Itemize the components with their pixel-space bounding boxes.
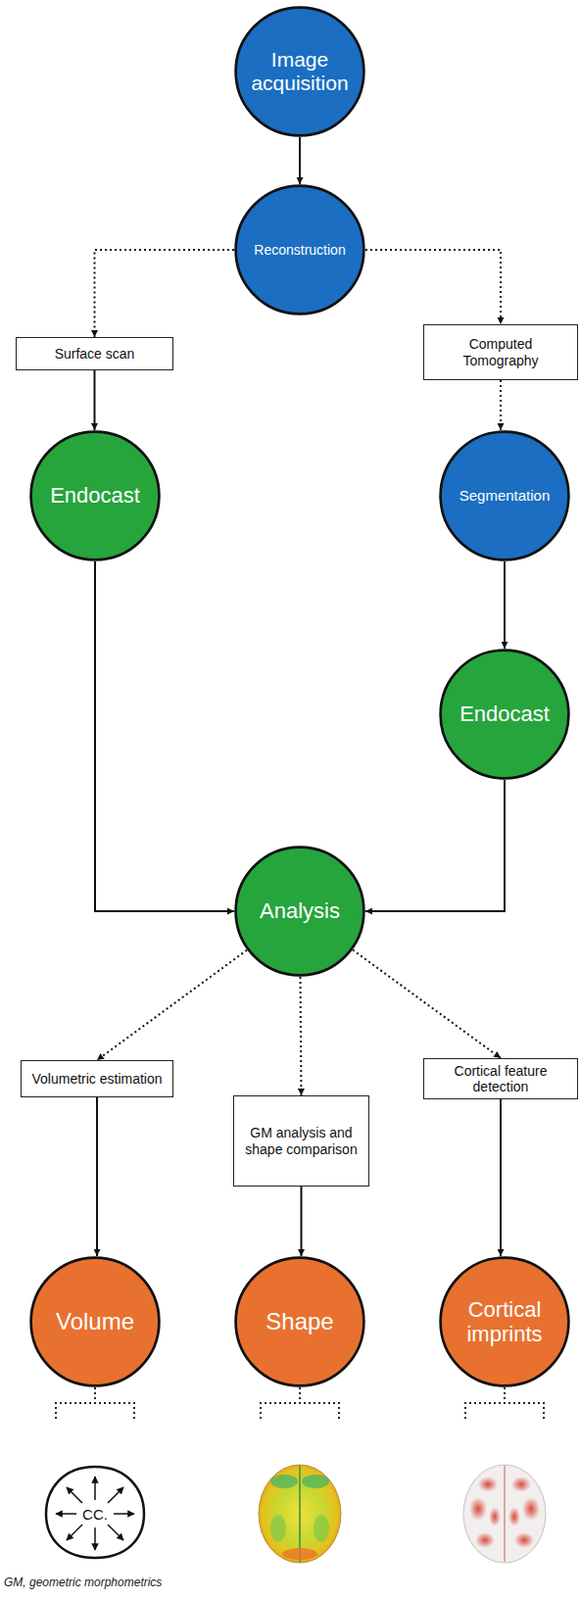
node-text: Shape — [265, 1307, 334, 1336]
flow-arrow — [298, 137, 301, 185]
node-text: Endocast — [49, 483, 141, 508]
endocast-circle: Endocast — [438, 648, 571, 780]
node-text: Cortical feature detection — [430, 1063, 572, 1095]
node-text: GM analysis and shape comparison — [240, 1124, 363, 1157]
analysis-circle: Analysis — [234, 845, 366, 977]
flow-arrow — [503, 561, 506, 649]
result-circle: Shape — [234, 1256, 366, 1388]
method-box: Volumetric estimation — [20, 1060, 174, 1098]
flow-arrow — [300, 1186, 303, 1257]
flow-arrow — [96, 1097, 98, 1257]
cortical-imprints-brain — [463, 1464, 546, 1563]
process-circle: Segmentation — [438, 430, 571, 562]
node-text: Analysis — [259, 898, 340, 923]
node-text: Surface scan — [54, 345, 136, 362]
node-text: Volume — [55, 1307, 135, 1336]
node-text: Volumetric estimation — [31, 1070, 162, 1087]
flow-arrow — [352, 950, 501, 1059]
method-box: Surface scan — [15, 337, 174, 371]
flow-arrow — [96, 950, 247, 1061]
method-box: GM analysis and shape comparison — [233, 1095, 370, 1187]
bracket — [55, 1387, 544, 1419]
volume-illustration — [46, 1466, 145, 1558]
node-text: Reconstruction — [253, 241, 345, 258]
shape-heatmap-brain — [258, 1464, 341, 1563]
result-circle: Volume — [29, 1256, 161, 1388]
process-circle: Image acquisition — [234, 5, 366, 138]
illustration-label: CC. — [82, 1505, 108, 1523]
flow-arrow — [300, 976, 302, 1096]
flow-arrow — [95, 561, 235, 912]
node-text: Computed Tomography — [430, 336, 572, 368]
flow-arrow — [499, 1099, 502, 1257]
method-box: Computed Tomography — [423, 324, 579, 381]
flow-arrow — [365, 249, 501, 325]
flow-arrow — [499, 380, 502, 431]
flow-arrow — [94, 370, 97, 431]
node-text: Image acquisition — [242, 48, 358, 96]
node-text: Segmentation — [459, 486, 551, 504]
node-text: Cortical imprints — [447, 1297, 563, 1348]
flow-arrow — [365, 779, 505, 912]
process-circle: Reconstruction — [234, 184, 366, 316]
caption: GM, geometric morphometrics — [3, 1575, 162, 1590]
node-text: Endocast — [459, 701, 550, 726]
method-box: Cortical feature detection — [423, 1058, 579, 1100]
flow-arrow — [95, 249, 236, 338]
endocast-circle: Endocast — [29, 430, 161, 562]
result-circle: Cortical imprints — [438, 1256, 571, 1388]
